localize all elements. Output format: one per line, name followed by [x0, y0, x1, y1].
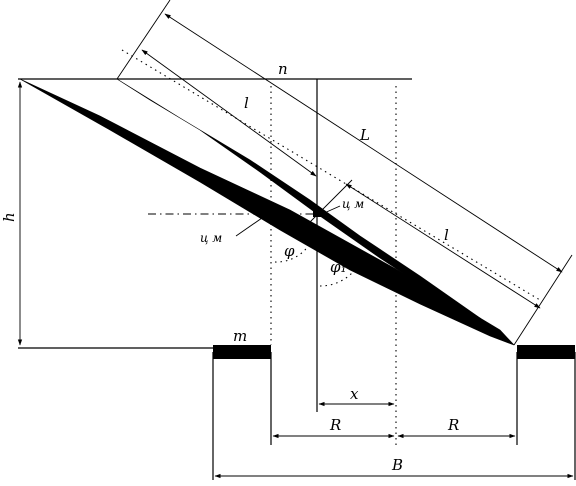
- label-L: L: [359, 126, 370, 144]
- center-of-mass-right: [313, 209, 321, 217]
- label-l-lower: l: [444, 226, 449, 244]
- dimension-L-ext-top: [116, 0, 171, 80]
- label-phi1: φ₁: [330, 258, 347, 276]
- cm-left-leader: [235, 217, 263, 237]
- label-h: h: [0, 212, 18, 222]
- label-R-right: R: [447, 416, 459, 434]
- label-R-left: R: [329, 416, 341, 434]
- dimension-L-ext-bottom: [513, 254, 573, 346]
- label-cm-left: ц м: [200, 231, 222, 245]
- support-left: [213, 345, 271, 359]
- label-B: B: [391, 456, 403, 474]
- label-n: n: [278, 60, 288, 78]
- label-cm-right: ц м: [342, 197, 364, 211]
- label-l-upper: l: [244, 94, 249, 112]
- label-m: m: [233, 327, 247, 345]
- center-of-mass-left: [261, 209, 269, 217]
- support-right: [517, 345, 575, 359]
- dimension-l-upper: [141, 49, 317, 177]
- label-phi: φ: [284, 242, 295, 260]
- label-x: x: [350, 385, 359, 403]
- dimension-l-lower: [345, 183, 541, 309]
